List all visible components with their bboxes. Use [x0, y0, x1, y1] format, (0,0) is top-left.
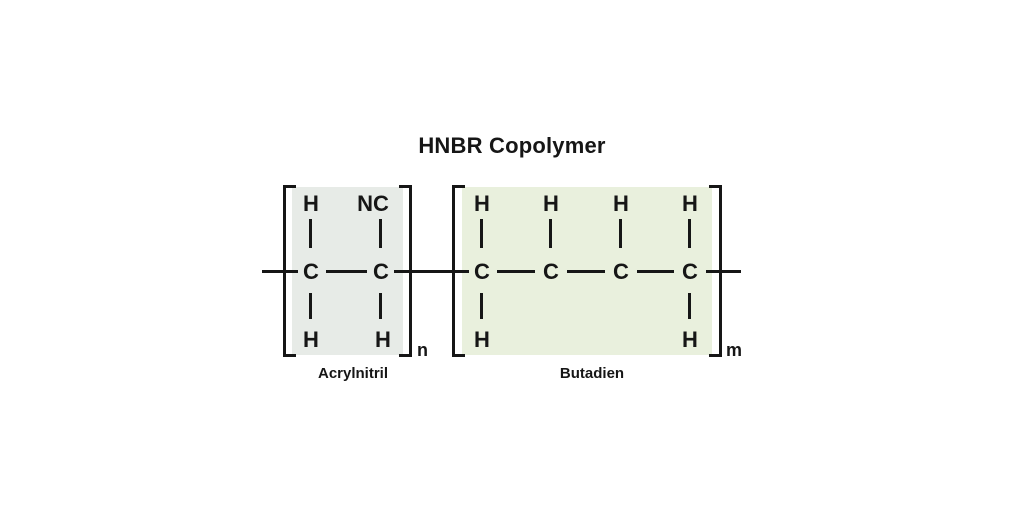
bond: [379, 293, 382, 319]
atom-H: H: [682, 191, 698, 216]
atom-H: H: [474, 191, 490, 216]
backbone-bond: [262, 270, 298, 273]
repeat-bracket-right-acrylnitril: [399, 185, 412, 357]
repeat-bracket-right-butadien: [709, 185, 722, 357]
atom-H: H: [375, 327, 391, 352]
atom-C: C: [682, 259, 698, 284]
unit-label-acrylnitril: Acrylnitril: [317, 365, 389, 382]
atom-C: C: [613, 259, 629, 284]
diagram-title: HNBR Copolymer: [418, 133, 606, 158]
bond: [688, 293, 691, 319]
bond: [688, 219, 691, 248]
atom-C: C: [543, 259, 559, 284]
bond: [497, 270, 535, 273]
bond: [480, 219, 483, 248]
atom-H: H: [303, 327, 319, 352]
repeat-subscript-m: m: [726, 340, 743, 360]
atom-C: C: [303, 259, 319, 284]
bond: [379, 219, 382, 248]
atom-C: C: [474, 259, 490, 284]
atom-H: H: [682, 327, 698, 352]
unit-label-butadien: Butadien: [559, 365, 625, 382]
atom-C: C: [373, 259, 389, 284]
bond: [326, 270, 367, 273]
repeat-subscript-n: n: [417, 340, 428, 360]
backbone-bond: [394, 270, 469, 273]
repeat-bracket-left-acrylnitril: [283, 185, 296, 357]
repeat-bracket-left-butadien: [452, 185, 465, 357]
bond: [567, 270, 605, 273]
bond: [480, 293, 483, 319]
atom-H: H: [303, 191, 319, 216]
atom-H: H: [613, 191, 629, 216]
bond: [549, 219, 552, 248]
bond: [637, 270, 674, 273]
bond: [309, 219, 312, 248]
backbone-bond: [706, 270, 741, 273]
atom-H: H: [543, 191, 559, 216]
bond: [309, 293, 312, 319]
atom-H: H: [474, 327, 490, 352]
bond: [619, 219, 622, 248]
atom-NC: NC: [357, 191, 389, 216]
